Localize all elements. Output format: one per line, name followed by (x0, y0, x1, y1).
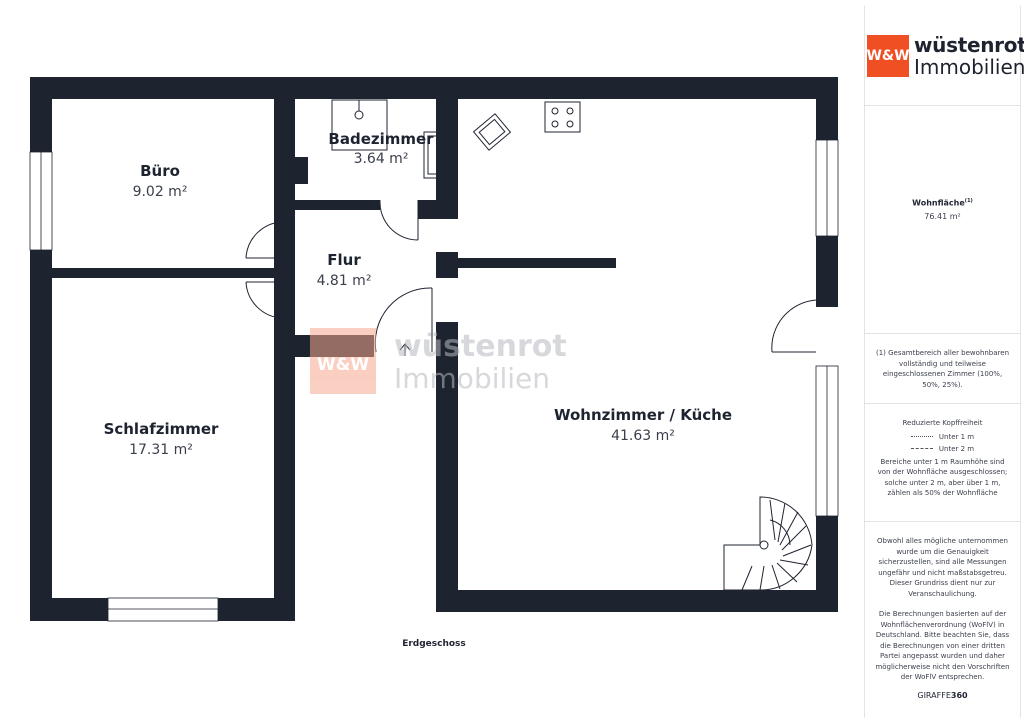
spiral-stair (723, 496, 813, 591)
dashed-line-icon (910, 448, 933, 449)
floor-plan: W&W wüstenrot Immobilien Büro 9.02 m² Ba… (29, 77, 839, 649)
room-area-buero: 9.02 m² (133, 184, 188, 200)
watermark-line2: Immobilien (394, 362, 550, 395)
footnote-text: (1) Gesamtbereich aller bewohnbaren voll… (875, 349, 1010, 389)
brand-line2: Immobilien (914, 54, 1024, 79)
room-name-schlafzimmer: Schlafzimmer (104, 420, 219, 438)
room-area-schlafzimmer: 17.31 m² (129, 442, 193, 458)
watermark-box-text: W&W (317, 355, 370, 375)
watermark-line1: wüstenrot (394, 329, 567, 364)
living-area-value: 76.41 m² (924, 211, 961, 221)
walls (30, 77, 838, 621)
living-area-section: Wohnfläche(1) 76.41 m² (865, 106, 1020, 334)
room-area-badezimmer: 3.64 m² (354, 151, 409, 167)
legend-item-under-1m: Unter 1 m (865, 433, 1020, 441)
dotted-line-icon (910, 436, 933, 437)
entry-arrow-icon (399, 343, 411, 356)
legend-note: Bereiche unter 1 m Raumhöhe sind von der… (877, 457, 1008, 498)
windows (29, 139, 839, 622)
room-name-badezimmer: Badezimmer (328, 130, 434, 148)
living-area-label: Wohnfläche(1) (912, 198, 973, 208)
room-area-wohnzimmer: 41.63 m² (611, 428, 675, 444)
room-labels: Büro 9.02 m² Badezimmer 3.64 m² Flur 4.8… (104, 130, 732, 458)
legend-title: Reduzierte Kopffreiheit (902, 419, 983, 427)
giraffe360-logo: GIRAFFE360 (917, 690, 968, 700)
brand-logo: W&W wüstenrot Immobilien (865, 6, 1024, 106)
disclaimer-text-1: Obwohl alles mögliche unternommen wurde … (877, 537, 1008, 598)
room-name-buero: Büro (140, 162, 180, 180)
disclaimer-text-2: Die Berechnungen basierten auf der Wohnf… (875, 610, 1010, 681)
info-sidebar: W&W wüstenrot Immobilien Wohnfläche(1) 7… (864, 6, 1024, 718)
watermark: W&W wüstenrot Immobilien (310, 328, 567, 395)
room-name-wohnzimmer: Wohnzimmer / Küche (554, 406, 732, 424)
brand-logo-box: W&W (866, 34, 910, 77)
bathroom-fixtures (331, 99, 451, 179)
room-area-flur: 4.81 m² (317, 273, 372, 289)
room-name-flur: Flur (327, 251, 361, 269)
footnote-section: (1) Gesamtbereich aller bewohnbaren voll… (865, 334, 1020, 404)
floor-label: Erdgeschoss (402, 639, 466, 649)
disclaimer-section: Obwohl alles mögliche unternommen wurde … (865, 522, 1020, 700)
kitchen-fixtures (472, 101, 581, 151)
brand-line1: wüstenrot (914, 32, 1024, 57)
legend-item-under-2m: Unter 2 m (865, 445, 1020, 453)
legend-section: Reduzierte Kopffreiheit Unter 1 m Unter … (865, 404, 1020, 522)
